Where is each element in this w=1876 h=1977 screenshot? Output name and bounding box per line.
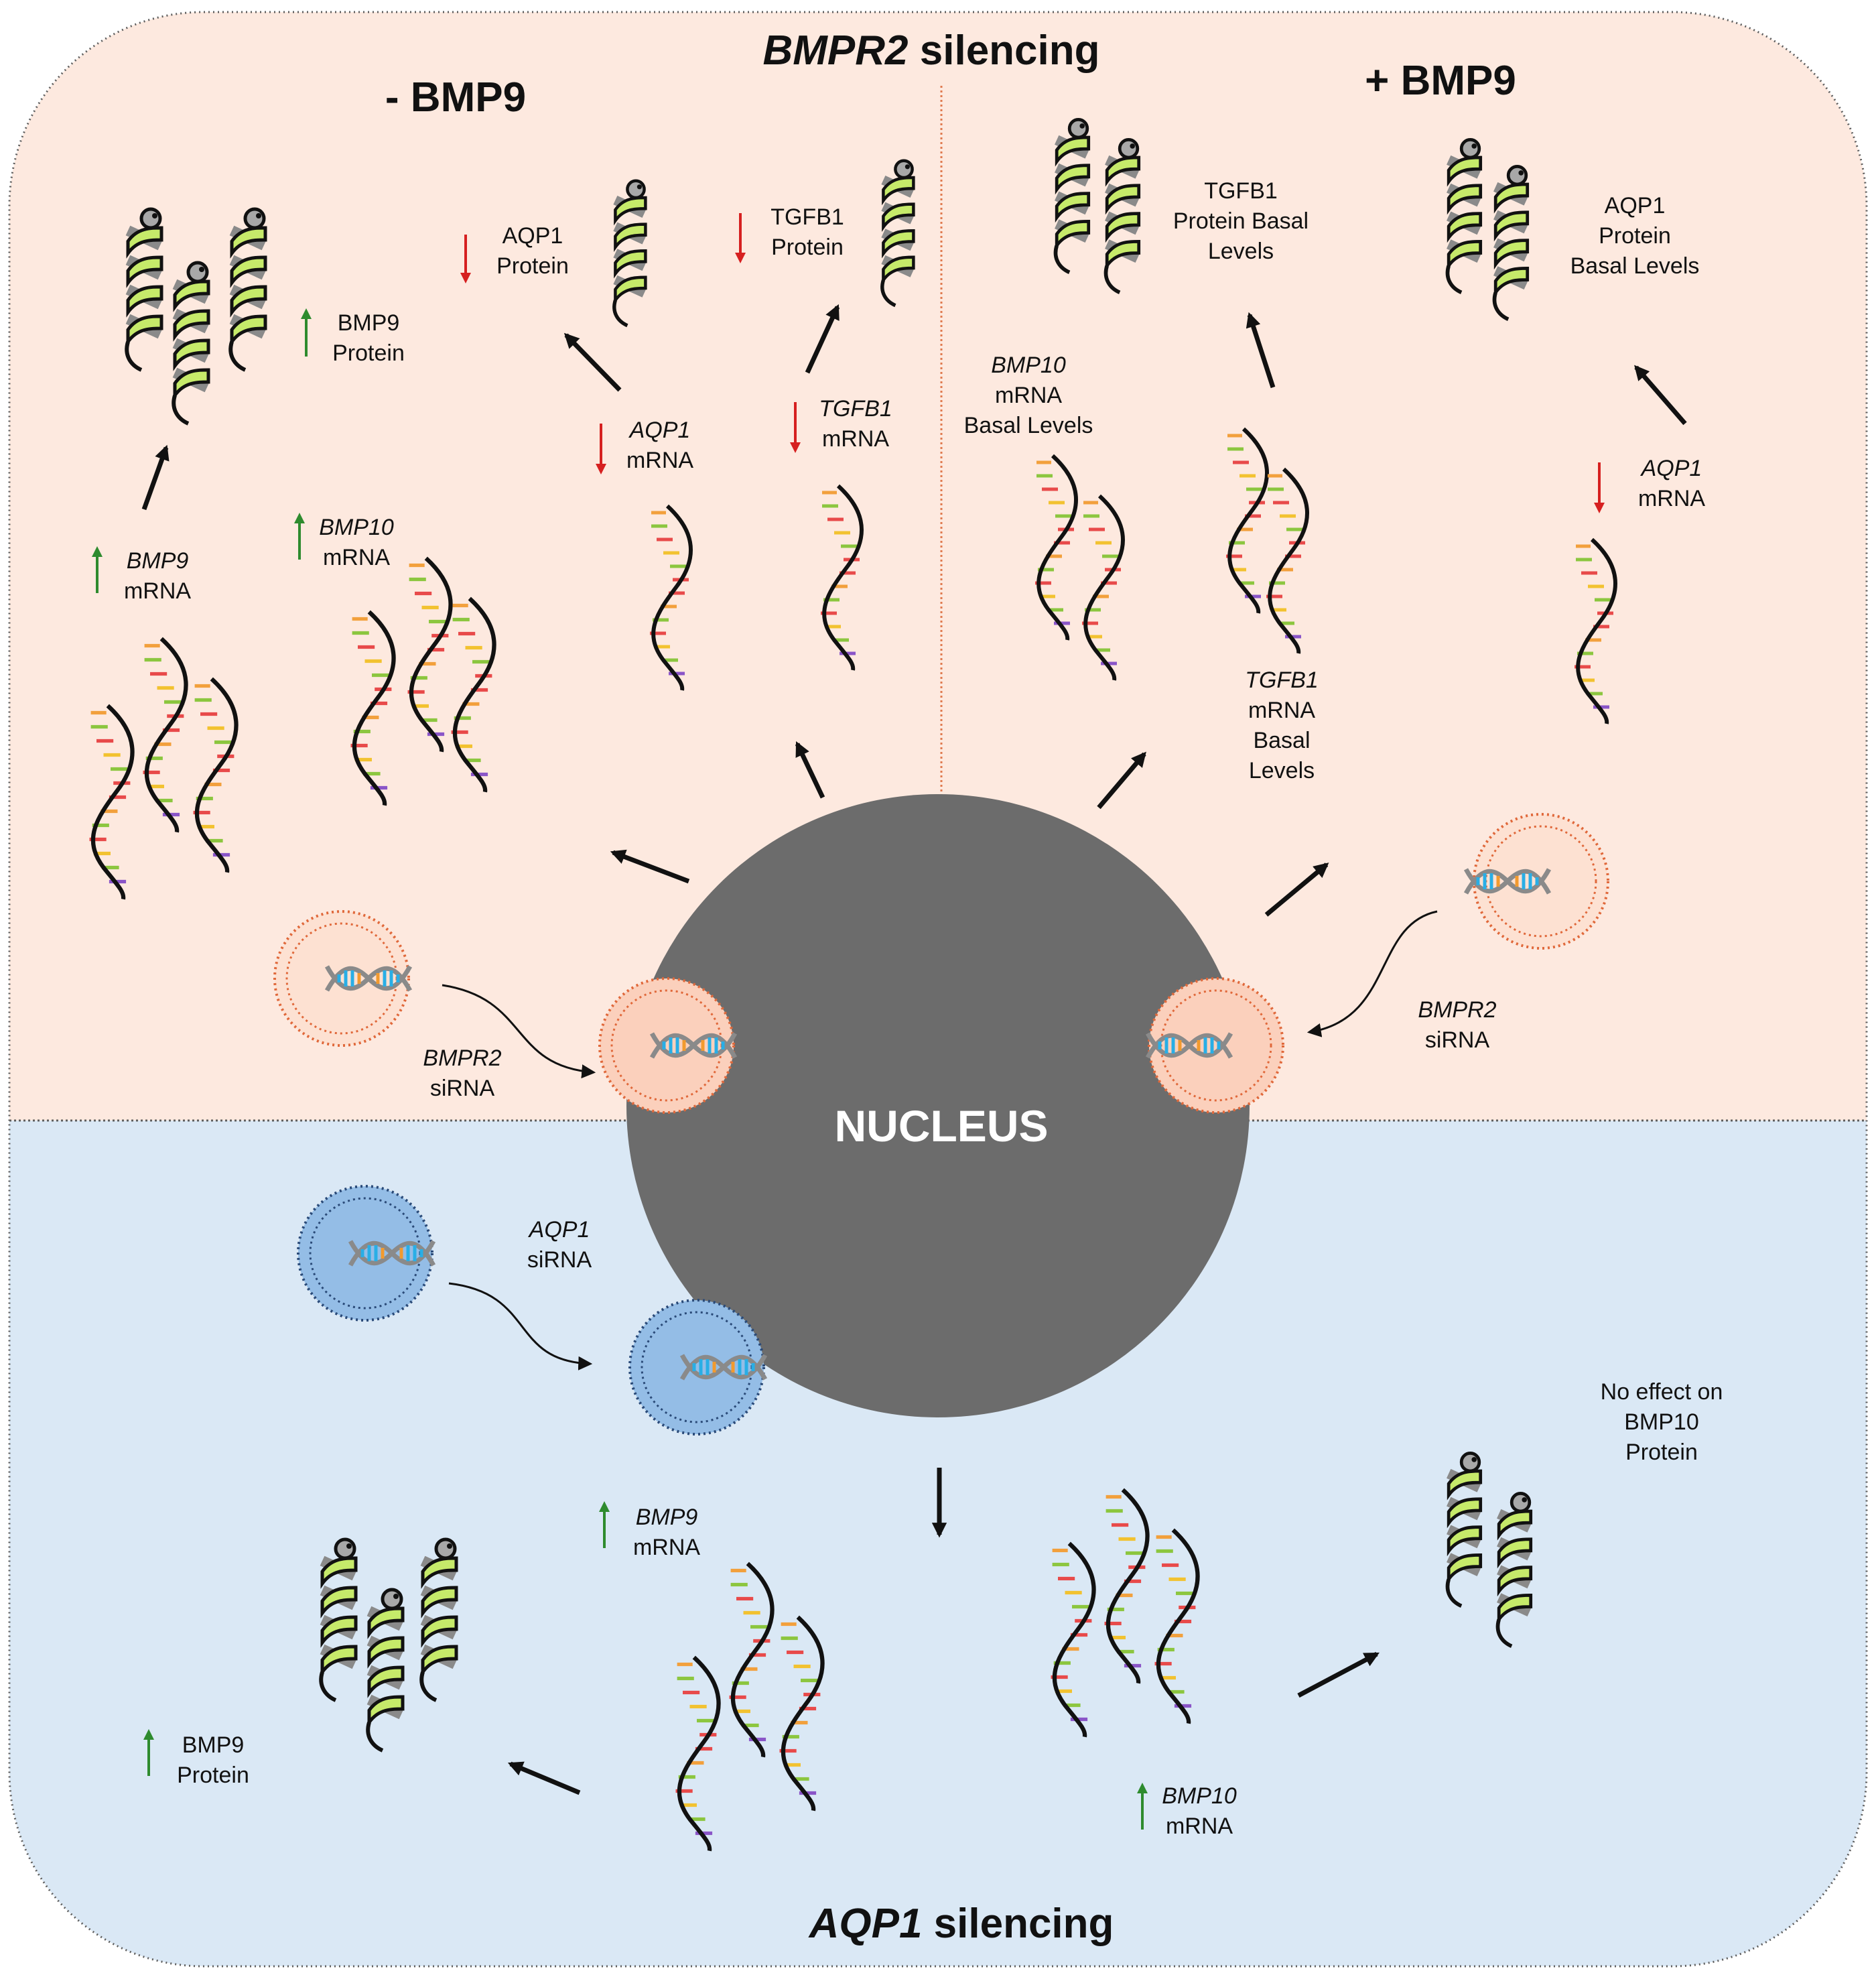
label-line: Protein bbox=[496, 253, 569, 279]
translation-arrow bbox=[1246, 312, 1276, 389]
label-line: Protein bbox=[332, 340, 405, 366]
label-line: BMP9 bbox=[635, 1505, 698, 1530]
label-line: Basal bbox=[1253, 728, 1311, 753]
bmp10-mrna-bottom-label: BMP10 mRNA bbox=[1162, 1781, 1237, 1842]
nucleus-label: NUCLEUS bbox=[834, 1101, 1049, 1151]
sirna-vesicle-icon bbox=[628, 1299, 765, 1436]
bmp9-mrna-bottom-label: BMP9 mRNA bbox=[633, 1503, 700, 1563]
label-line: Protein bbox=[1625, 1440, 1698, 1465]
label-line: TGFB1 bbox=[770, 204, 844, 230]
label-line: mRNA bbox=[994, 383, 1063, 408]
label-line: AQP1 bbox=[1641, 456, 1702, 481]
bmpr2-silencing-title: BMPR2 silencing bbox=[763, 27, 1100, 74]
label-line: BMP9 bbox=[126, 548, 189, 574]
label-line: Basal Levels bbox=[1570, 253, 1700, 279]
label-line: Levels bbox=[1248, 758, 1315, 783]
sirna-vesicle-icon bbox=[297, 1185, 433, 1322]
cell-membrane bbox=[8, 11, 1868, 1968]
bmp10-mrna-basal-label: BMP10 mRNA Basal Levels bbox=[964, 350, 1093, 441]
label-line: BMP10 bbox=[319, 515, 394, 540]
label-line: mRNA bbox=[821, 426, 890, 452]
label-line: TGFB1 bbox=[1245, 667, 1319, 693]
label-line: mRNA bbox=[626, 448, 694, 473]
translation-arrow bbox=[563, 332, 622, 392]
label-line: Protein bbox=[177, 1763, 249, 1788]
sirna-vesicle-icon bbox=[1148, 977, 1284, 1114]
label-line: mRNA bbox=[632, 1535, 701, 1560]
transcription-arrow bbox=[795, 741, 825, 799]
label-line: TGFB1 bbox=[819, 396, 892, 422]
transcription-arrow bbox=[610, 849, 690, 884]
aqp1-mrna-label: AQP1 mRNA bbox=[626, 416, 693, 476]
title-gene: BMPR2 bbox=[762, 27, 909, 74]
label-line: mRNA bbox=[1637, 486, 1706, 511]
label-line: Levels bbox=[1207, 239, 1274, 264]
sirna-vesicle-icon bbox=[273, 910, 410, 1047]
nucleus bbox=[626, 794, 1250, 1417]
plus-bmp9-title: + BMP9 bbox=[1365, 58, 1516, 104]
bmpr2-sirna-plus-label: BMPR2 siRNA bbox=[1418, 995, 1496, 1056]
translation-arrow bbox=[1297, 1651, 1380, 1698]
label-line: AQP1 bbox=[629, 418, 691, 443]
bmpr2-sirna-label: BMPR2 siRNA bbox=[423, 1043, 501, 1104]
title-gene: AQP1 bbox=[809, 1901, 923, 1947]
sirna-vesicle-icon bbox=[598, 977, 735, 1114]
sirna-delivery-arrow bbox=[442, 984, 596, 1079]
aqp1-sirna-label: AQP1 siRNA bbox=[527, 1215, 592, 1275]
sirna-vesicle-icon bbox=[1466, 813, 1609, 950]
label-line: Protein bbox=[771, 235, 844, 260]
label-line: mRNA bbox=[123, 578, 192, 604]
minus-bmp9-title: - BMP9 bbox=[385, 74, 527, 121]
label-line: AQP1 bbox=[529, 1217, 590, 1242]
transcription-arrow bbox=[1264, 863, 1329, 917]
label-line: BMP10 bbox=[1162, 1783, 1237, 1809]
label-line: AQP1 bbox=[1604, 193, 1666, 218]
label-line: BMP9 bbox=[337, 310, 400, 336]
label-line: siRNA bbox=[429, 1076, 495, 1101]
label-line: TGFB1 bbox=[1204, 178, 1278, 204]
label-line: Protein Basal bbox=[1172, 208, 1309, 234]
label-line: AQP1 bbox=[502, 223, 563, 249]
sirna-delivery-arrow bbox=[1306, 910, 1438, 1037]
label-line: Protein bbox=[1599, 223, 1671, 249]
label-line: No effect on bbox=[1600, 1379, 1723, 1405]
translation-arrow bbox=[805, 304, 840, 374]
translation-arrow bbox=[1634, 365, 1687, 426]
regulation-arrows bbox=[92, 213, 1605, 1830]
label-line: BMPR2 bbox=[423, 1045, 502, 1071]
title-rest: silencing bbox=[908, 27, 1100, 74]
label-line: siRNA bbox=[527, 1247, 592, 1273]
bmp10-mrna-label: BMP10 mRNA bbox=[319, 513, 394, 573]
label-line: BMP10 bbox=[1624, 1409, 1699, 1435]
label-line: mRNA bbox=[1165, 1813, 1233, 1839]
sirna-delivery-arrow bbox=[448, 1282, 593, 1370]
label-line: mRNA bbox=[1248, 698, 1316, 723]
translation-arrow bbox=[141, 444, 170, 511]
label-line: BMPR2 bbox=[1418, 997, 1497, 1023]
transcription-arrow bbox=[1097, 751, 1146, 810]
aqp1-silencing-title: AQP1 silencing bbox=[809, 1900, 1114, 1948]
pathway-arrows bbox=[141, 304, 1687, 1795]
label-line: BMP10 bbox=[991, 353, 1066, 378]
translation-arrow bbox=[507, 1761, 581, 1795]
title-rest: silencing bbox=[922, 1901, 1114, 1947]
aqp1-mrna-plus-label: AQP1 mRNA bbox=[1638, 454, 1705, 514]
tgfb1-mrna-label: TGFB1 mRNA bbox=[819, 394, 892, 454]
label-line: mRNA bbox=[322, 545, 391, 570]
bmp9-mrna-label: BMP9 mRNA bbox=[124, 546, 191, 607]
label-line: BMP9 bbox=[182, 1732, 245, 1758]
label-line: Basal Levels bbox=[963, 413, 1093, 438]
label-line: siRNA bbox=[1424, 1027, 1490, 1053]
